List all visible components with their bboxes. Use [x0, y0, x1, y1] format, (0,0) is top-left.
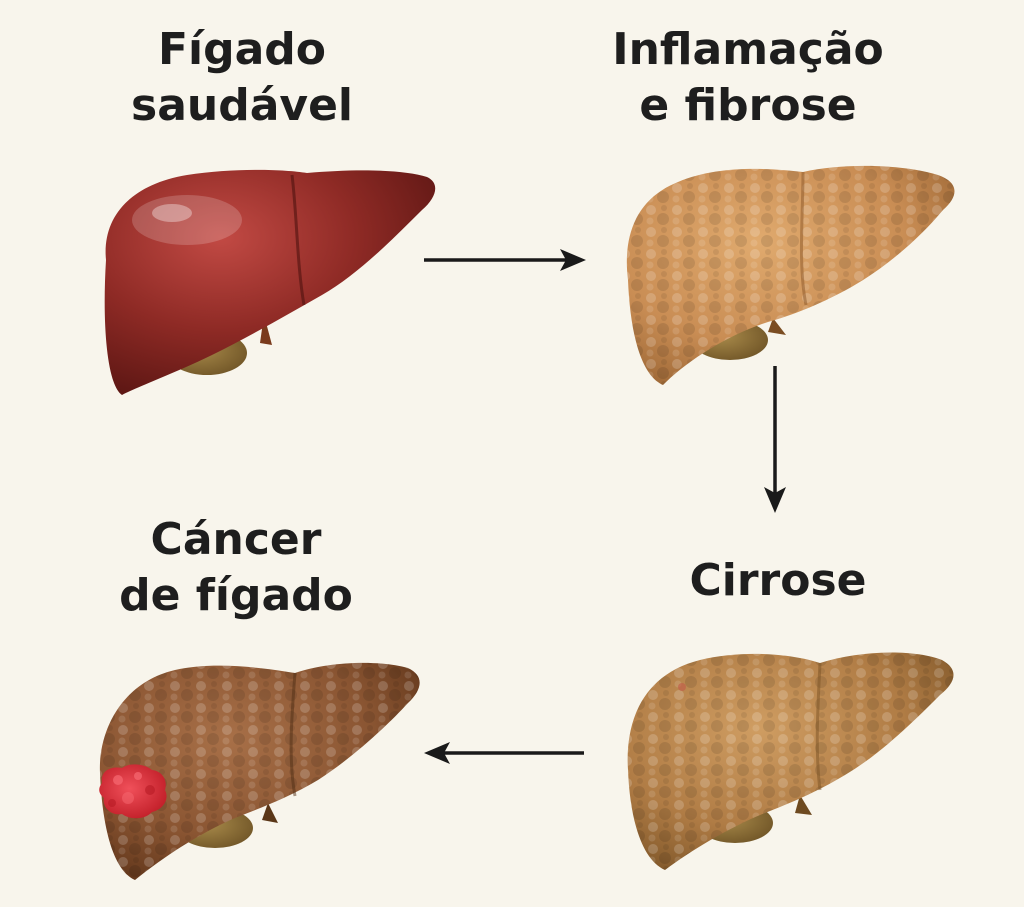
- healthy-liver-icon: [104, 169, 436, 395]
- arrow-left-icon: [424, 742, 584, 764]
- stage-label-healthy: Fígado saudável: [92, 22, 392, 134]
- stage-label-cancer-line2: de fígado: [119, 570, 353, 621]
- arrow-right-icon: [424, 249, 586, 271]
- tumor-mass: [99, 764, 167, 819]
- stage-label-healthy-line2: saudável: [131, 80, 353, 131]
- stage-label-cancer-line1: Cáncer: [150, 514, 322, 565]
- fibrotic-liver-icon: [626, 165, 955, 385]
- arrow-down-icon: [764, 366, 786, 513]
- stage-label-inflammation-line1: Inflamação: [612, 24, 884, 75]
- stage-label-inflammation-line2: e fibrose: [639, 80, 857, 131]
- stage-label-cirrhosis-line1: Cirrose: [689, 555, 867, 606]
- stage-label-healthy-line1: Fígado: [157, 24, 327, 75]
- stage-label-cirrhosis: Cirrose: [628, 553, 928, 609]
- stage-label-cancer: Cáncer de fígado: [86, 512, 386, 624]
- cancerous-liver-icon: [99, 662, 420, 880]
- cirrhotic-liver-icon: [627, 652, 954, 870]
- stage-label-inflammation: Inflamação e fibrose: [578, 22, 918, 134]
